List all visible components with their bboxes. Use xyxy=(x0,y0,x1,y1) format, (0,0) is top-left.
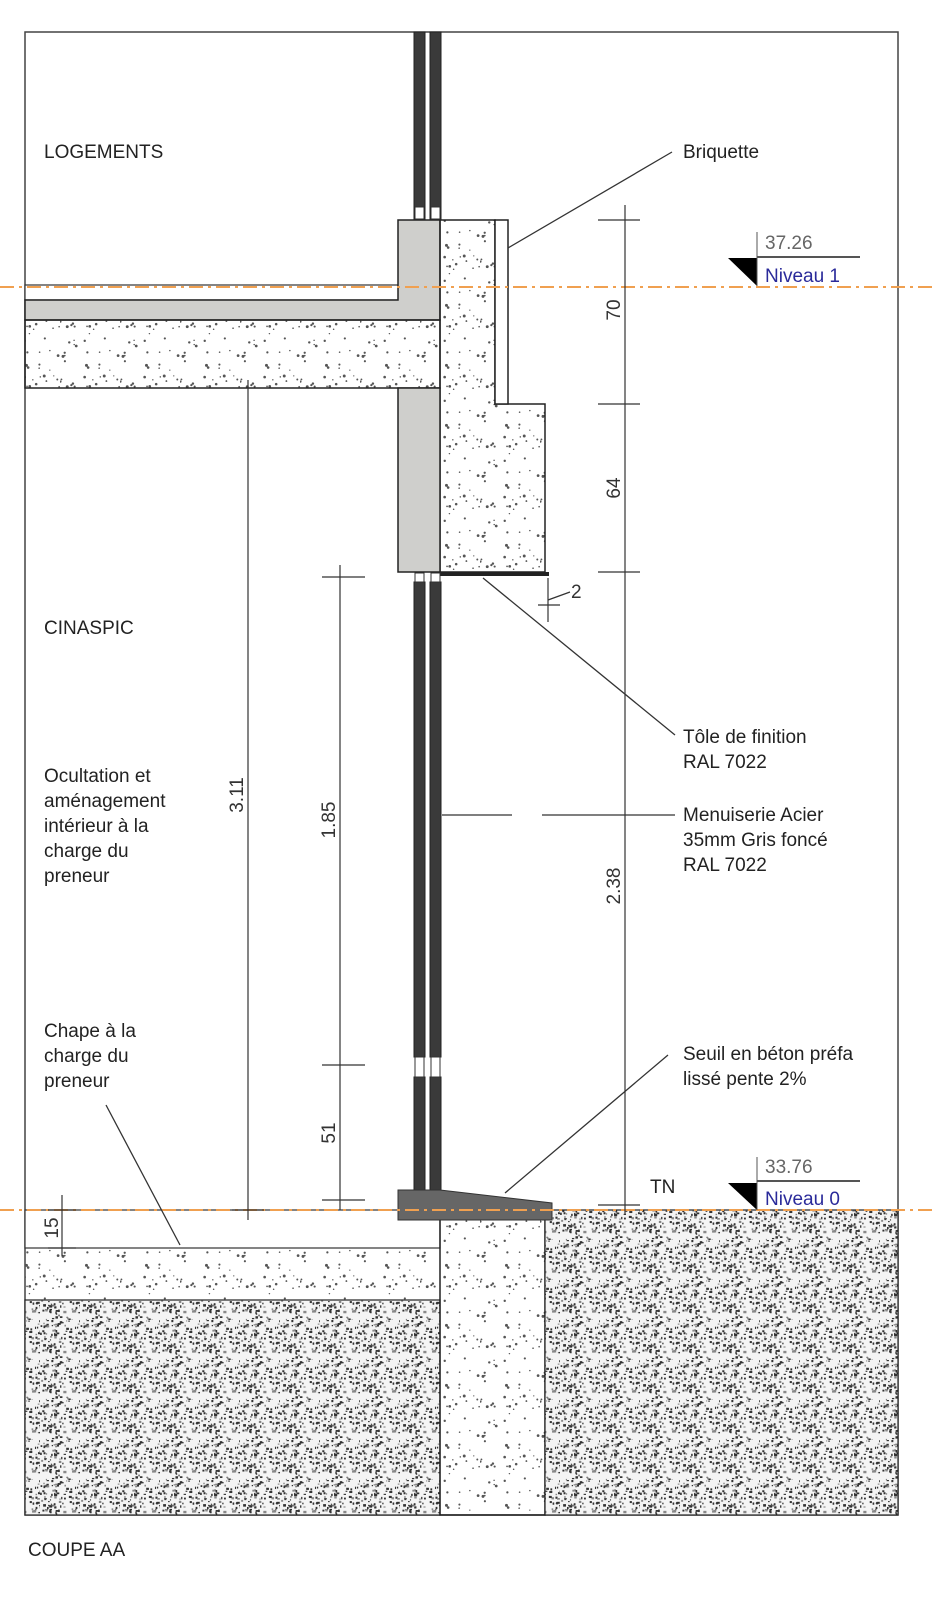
ground-interior xyxy=(24,1299,441,1516)
annotation-line: RAL 7022 xyxy=(683,752,767,773)
floor-finish-lower xyxy=(24,1209,441,1249)
level-name-0: Niveau 0 xyxy=(765,1189,840,1210)
annotation-tn: TN xyxy=(650,1177,675,1198)
annotation-seuil: Seuil en béton préfa lissé pente 2% xyxy=(683,1044,854,1090)
dimension-51: 51 xyxy=(319,1122,340,1143)
annotation-line: Menuiserie Acier xyxy=(683,805,824,826)
dimension-1-85: 1.85 xyxy=(319,802,340,839)
dimension-2: 2 xyxy=(571,582,582,603)
note-line: preneur xyxy=(44,866,110,887)
level-marker-1: 37.26 Niveau 1 xyxy=(728,232,860,287)
note-chape: Chape à la charge du preneur xyxy=(44,1021,136,1092)
threshold-precast xyxy=(397,1189,553,1221)
annotation-line: Seuil en béton préfa xyxy=(683,1044,854,1065)
note-occultation: Ocultation et aménagement intérieur à la… xyxy=(44,766,166,887)
concrete-slab-upper xyxy=(24,319,441,389)
drawing-title: COUPE AA xyxy=(28,1540,125,1561)
joinery-joints xyxy=(414,206,441,1078)
note-line: Chape à la xyxy=(44,1021,136,1042)
note-line: charge du xyxy=(44,1046,129,1067)
steel-joinery xyxy=(413,31,442,1191)
concrete-beam xyxy=(439,219,546,573)
annotation-briquette: Briquette xyxy=(683,142,759,163)
annotation-line: lissé pente 2% xyxy=(683,1069,807,1090)
note-line: intérieur à la xyxy=(44,816,149,837)
level-value-1: 37.26 xyxy=(765,233,813,254)
dimension-2-38: 2.38 xyxy=(604,868,625,905)
zone-label-logements: LOGEMENTS xyxy=(44,142,163,163)
annotation-line: Tôle de finition xyxy=(683,727,807,748)
dimension-70: 70 xyxy=(604,299,625,320)
annotation-menuiserie: Menuiserie Acier 35mm Gris foncé RAL 702… xyxy=(683,805,828,876)
zone-label-cinaspic: CINASPIC xyxy=(44,618,134,639)
dimension-64: 64 xyxy=(604,477,625,499)
level-name-1: Niveau 1 xyxy=(765,266,840,287)
note-line: preneur xyxy=(44,1071,110,1092)
leader-lines xyxy=(105,151,676,1246)
insulation-upper xyxy=(24,219,441,321)
annotation-line: RAL 7022 xyxy=(683,855,767,876)
briquette-cladding xyxy=(494,219,509,405)
note-line: Ocultation et xyxy=(44,766,151,787)
foundation xyxy=(439,1209,546,1516)
level-marker-0: 33.76 Niveau 0 xyxy=(728,1157,860,1210)
dimension-3-11: 3.11 xyxy=(227,777,248,813)
annotation-line: 35mm Gris foncé xyxy=(683,830,828,851)
concrete-slab-lower xyxy=(25,1248,440,1300)
dimension-lines xyxy=(48,205,640,1256)
insulation-lower xyxy=(397,387,441,573)
level-value-0: 33.76 xyxy=(765,1157,813,1178)
dimension-15: 15 xyxy=(42,1217,63,1238)
ground-exterior xyxy=(544,1209,899,1516)
annotation-tole: Tôle de finition RAL 7022 xyxy=(683,727,807,773)
note-line: aménagement xyxy=(44,791,166,812)
note-line: charge du xyxy=(44,841,129,862)
